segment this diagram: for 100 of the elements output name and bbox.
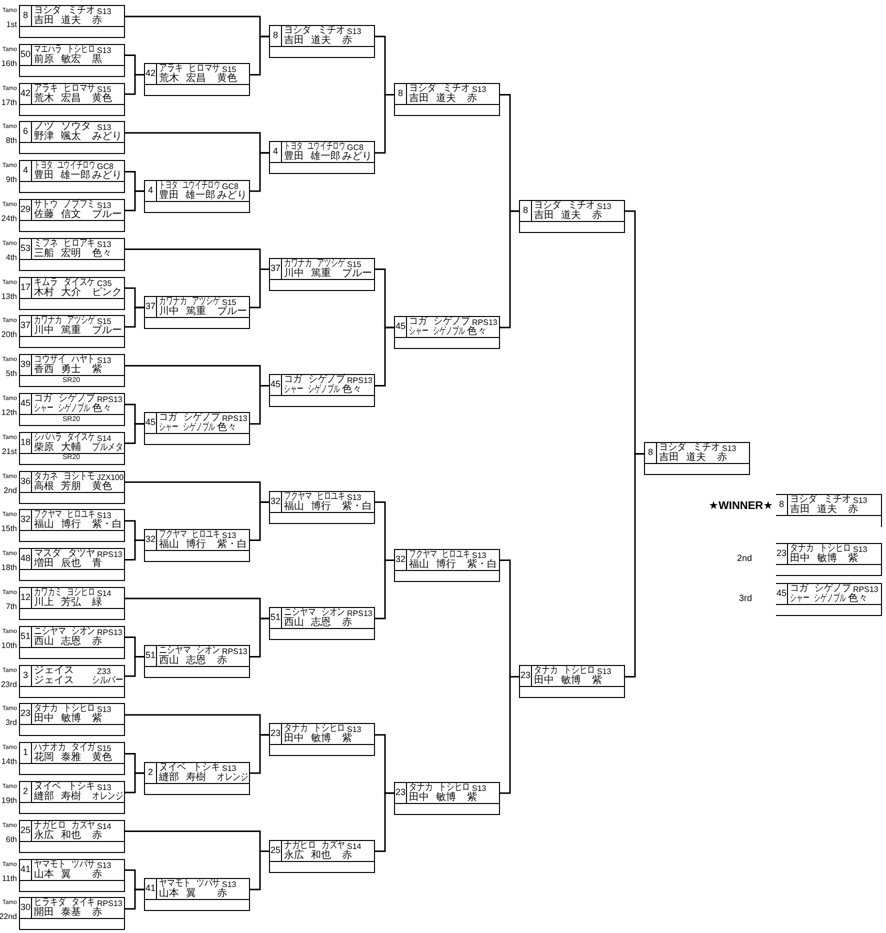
color-name: 赤	[92, 870, 102, 880]
bracket-line	[250, 152, 269, 192]
color-name: オレンジ	[217, 772, 248, 783]
car-code: S13	[97, 201, 112, 210]
driver-name: シャー シゲノブル	[284, 385, 340, 396]
color-name: 黒	[92, 54, 102, 65]
car-code: S13	[347, 27, 362, 36]
color-name: 青	[92, 559, 102, 570]
bracket-line	[125, 772, 144, 794]
car-code: RPS13	[347, 376, 372, 386]
rank-label: 15th	[1, 524, 17, 534]
entry-number: 45	[270, 379, 281, 390]
entry-number: 23	[776, 548, 787, 559]
driver-name: 永広 和也	[284, 850, 332, 861]
entry-number: 23	[20, 708, 31, 720]
car-code: RPS13	[97, 899, 122, 908]
color-name: 赤	[342, 850, 352, 861]
entry-number: 1	[23, 747, 28, 758]
car-code: S13	[222, 764, 236, 773]
result-card	[776, 583, 882, 616]
color-name: みどり	[92, 132, 122, 142]
color-name: ブルー	[342, 268, 372, 279]
color-name: 黄色	[92, 753, 112, 764]
color-name: 赤	[342, 618, 352, 628]
bracket-line	[375, 792, 394, 852]
car-code: RPS13	[222, 414, 248, 424]
driver-name: 川中 篤重	[34, 326, 82, 336]
car-code: RPS13	[472, 318, 498, 327]
bracket-card	[519, 200, 625, 233]
bracket-line	[250, 501, 269, 542]
entry-number: 36	[20, 476, 31, 487]
driver-name: 前原 敏宏	[34, 54, 82, 65]
color-name: シルバー	[92, 676, 123, 686]
color-name: 赤	[217, 889, 227, 899]
color-name: 紫	[592, 676, 602, 686]
car-code: S14	[347, 842, 362, 851]
entry-card	[19, 121, 125, 154]
rank-label: 20th	[1, 330, 17, 340]
bracket-card	[269, 490, 375, 524]
name-reading: カワナカ アツシゲ	[284, 258, 346, 269]
car-code: S13	[97, 7, 112, 16]
entry-card	[19, 509, 125, 542]
bracket-card	[519, 665, 625, 698]
name-reading: シバハラ ダイスケ	[34, 432, 96, 443]
color-name: 色々	[217, 423, 237, 434]
bracket-line	[125, 540, 144, 560]
bracket-line	[250, 850, 269, 890]
bracket-line	[625, 453, 644, 678]
driver-name: シャー シゲノブル	[34, 404, 90, 414]
entry-card	[19, 82, 125, 116]
entry-card	[19, 742, 125, 776]
color-name: 色々	[848, 594, 868, 604]
car-code: S13	[722, 444, 736, 454]
bracket-card	[144, 63, 250, 96]
entry-number: 41	[20, 864, 31, 875]
driver-name: 田中 敏博	[34, 714, 82, 724]
driver-name: 田中 敏博	[534, 676, 582, 686]
driver-name: 縫部 寿樹	[159, 772, 206, 783]
name-reading: マエハラ トシヒロ	[34, 44, 96, 55]
driver-name: 川中 篤重	[284, 268, 332, 279]
name-reading: カワカミ ヨシヒロ	[34, 588, 96, 598]
driver-name: シャー シゲノブル	[409, 327, 466, 337]
car-code: RPS13	[97, 395, 122, 404]
car-code: S14	[97, 589, 112, 598]
bracket-card	[269, 374, 375, 408]
entry-number: 32	[20, 514, 31, 526]
rank-label: 12th	[1, 408, 17, 417]
driver-name: 吉田 道夫	[284, 36, 332, 46]
car-code: JZX100	[97, 472, 124, 482]
driver-name: 吉田 道夫	[34, 16, 82, 26]
bracket-card	[644, 442, 750, 476]
color-name: 紫	[342, 734, 352, 744]
name-reading: タナカ トシヒロ	[790, 544, 852, 554]
car-code: S13	[97, 240, 112, 249]
driver-name: 増田 辰也	[34, 559, 82, 570]
color-name: 紫	[467, 792, 477, 803]
car-code: S13	[472, 85, 486, 94]
result-card	[776, 543, 882, 576]
driver-name: ジェイス	[34, 676, 74, 686]
driver-name: 木村 大介	[34, 288, 82, 298]
bracket-line	[375, 94, 394, 154]
winner-heading: ★WINNER★	[708, 500, 773, 512]
color-name: 赤	[92, 16, 102, 26]
color-name: 紫・白	[217, 540, 247, 550]
driver-name: 吉田 道夫	[790, 505, 838, 515]
entry-number: 32	[396, 554, 406, 565]
entry-number: 41	[146, 883, 156, 894]
entry-card	[19, 199, 125, 232]
entry-number: 37	[270, 262, 281, 274]
driver-name: 花岡 泰雅	[34, 753, 82, 764]
driver-name: 吉田 道夫	[659, 453, 706, 464]
color-name: 紫・白	[467, 560, 497, 570]
driver-name: 川上 芳弘	[34, 598, 82, 608]
driver-name: 永広 和也	[34, 830, 82, 841]
entry-card	[19, 548, 125, 582]
driver-name: 西山 志恩	[159, 656, 206, 666]
rank-label: 19th	[1, 796, 17, 805]
name-reading: ニシヤマ シオン	[159, 646, 220, 656]
driver-name: 吉田 道夫	[534, 210, 582, 221]
entry-number: 6	[23, 126, 28, 138]
